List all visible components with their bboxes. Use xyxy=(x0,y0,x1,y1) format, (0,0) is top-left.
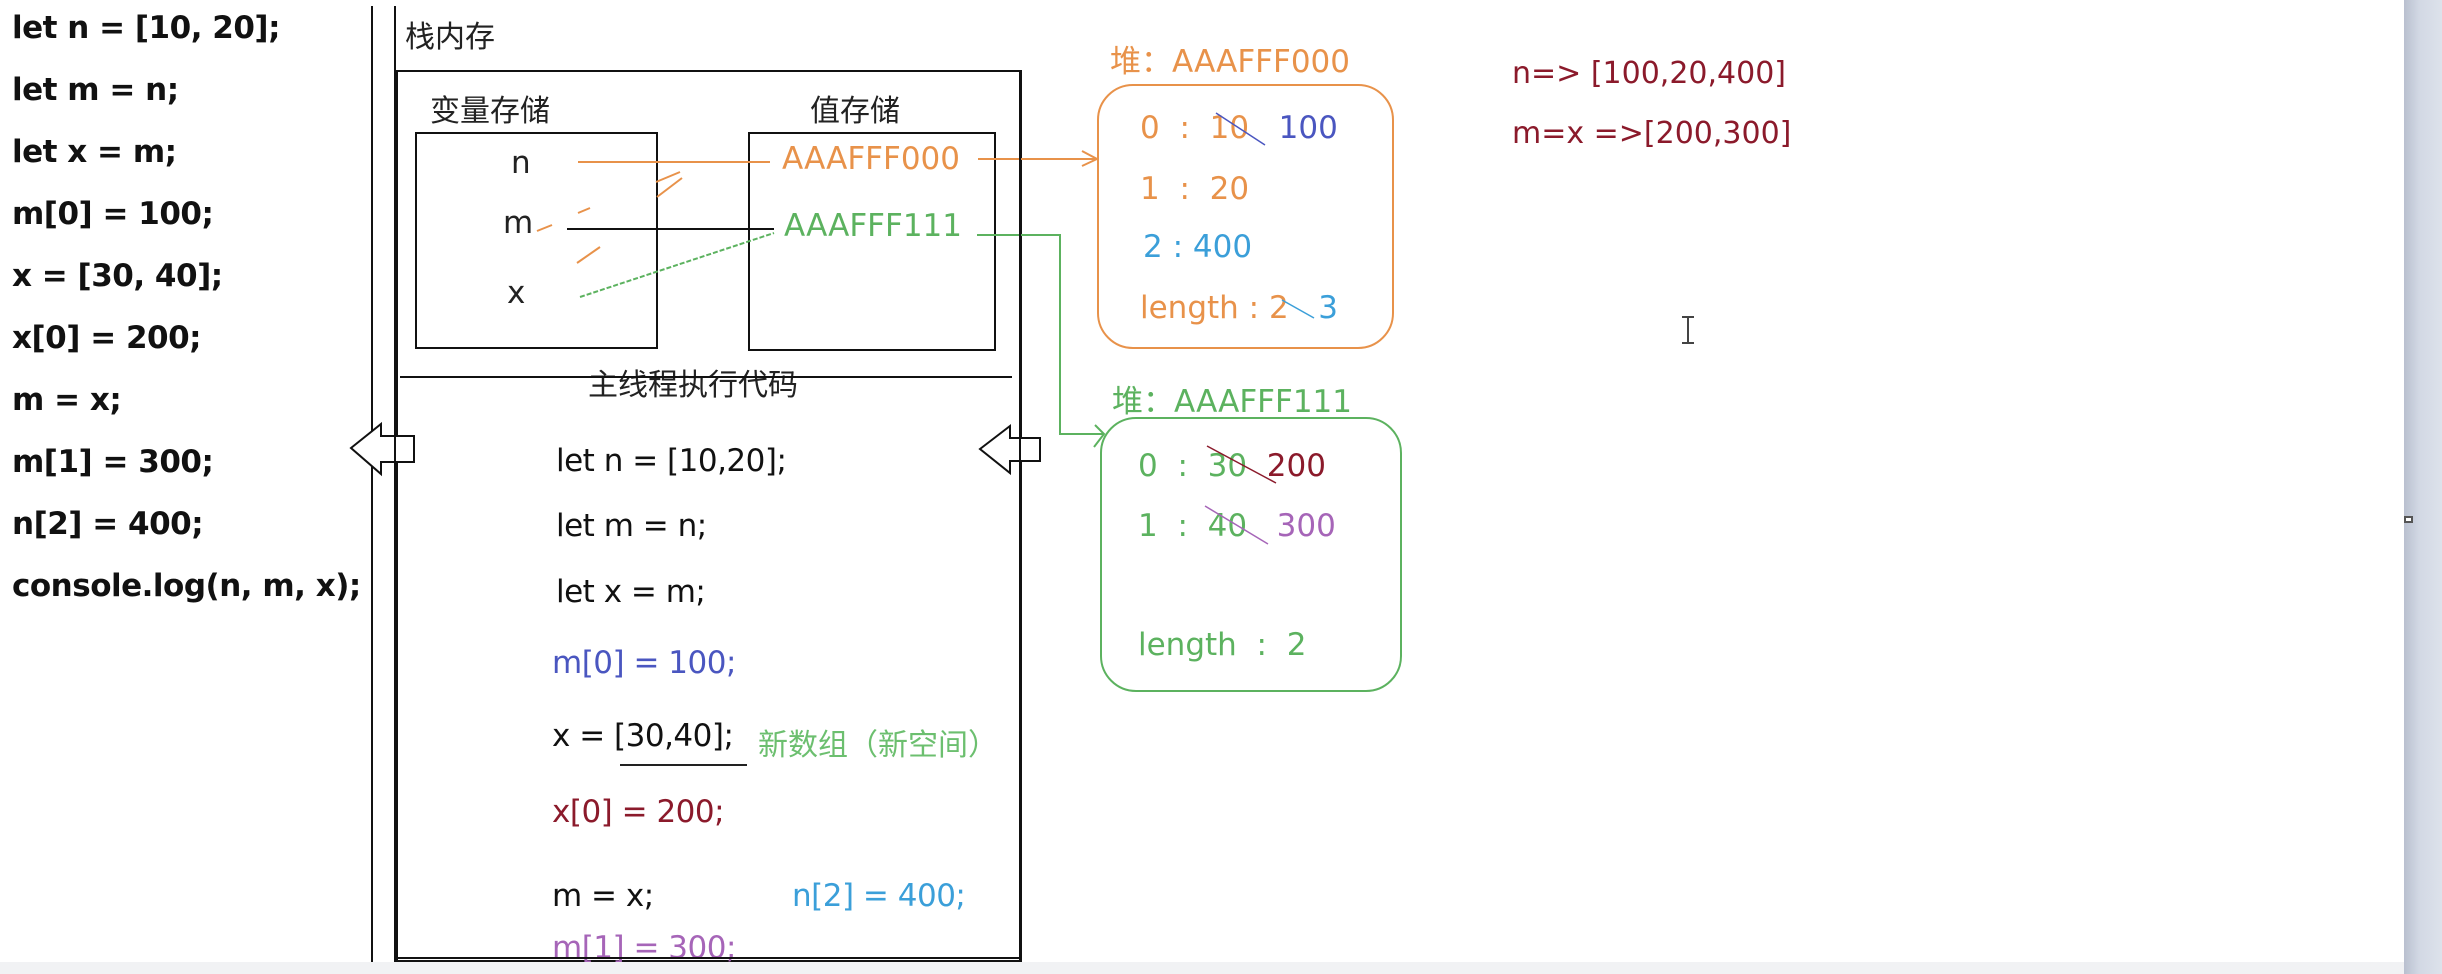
source-line: m[1] = 300; xyxy=(12,444,214,480)
heap-new-value: 200 xyxy=(1266,448,1326,484)
var-storage-label: 变量存储 xyxy=(430,94,550,129)
heap-box-aaafff111 xyxy=(1100,417,1402,692)
variable-x: x xyxy=(507,275,526,311)
side-code-n2: n[2] = 400; xyxy=(792,878,966,914)
source-line: m = x; xyxy=(12,382,122,418)
heap-entry: 1 : 20 xyxy=(1140,171,1249,207)
strike-30 xyxy=(1206,445,1277,484)
heap-title-aaafff000: 堆：AAAFFF000 xyxy=(1110,44,1351,80)
source-line: x = [30, 40]; xyxy=(12,258,223,294)
vertical-scrollbar[interactable] xyxy=(2404,0,2442,974)
heap-sep: : xyxy=(1179,110,1190,146)
heap-entry: 1 : 40 300 xyxy=(1138,508,1336,544)
heap-key: length xyxy=(1138,627,1237,663)
heap-title-aaafff111: 堆：AAAFFF111 xyxy=(1112,384,1353,420)
heap-sep: : xyxy=(1177,448,1188,484)
heap-key: 1 xyxy=(1138,508,1158,544)
pointer-x xyxy=(579,232,775,298)
heap-old-value: 30 xyxy=(1207,448,1248,484)
source-line: let m = n; xyxy=(12,72,179,108)
heap-key: length xyxy=(1140,290,1239,326)
heap-value: 20 xyxy=(1209,171,1250,207)
heap-key: 0 xyxy=(1140,110,1160,146)
result-m-x: m=x =>[200,300] xyxy=(1512,116,1792,151)
heap-old-value: 40 xyxy=(1207,508,1248,544)
heap-sep: : xyxy=(1177,508,1188,544)
heap-entry: 0 : 10 100 xyxy=(1140,110,1338,146)
main-thread-line: let x = m; xyxy=(556,574,706,610)
main-thread-line: m = x; xyxy=(552,878,654,914)
value-storage-label: 值存储 xyxy=(810,94,900,129)
source-line: let x = m; xyxy=(12,134,177,170)
main-thread-line: x = [30,40]; xyxy=(552,718,734,754)
new-array-note: 新数组（新空间） xyxy=(758,728,998,763)
heap-pointer-aaafff111 xyxy=(977,234,1103,435)
heap-entry: 0 : 30 200 xyxy=(1138,448,1326,484)
stack-memory-title: 栈内存 xyxy=(405,20,495,55)
main-thread-line: let n = [10,20]; xyxy=(556,443,787,479)
heap-key: 0 xyxy=(1138,448,1158,484)
source-line: let n = [10, 20]; xyxy=(12,10,280,46)
source-line: x[0] = 200; xyxy=(12,320,202,356)
result-n: n=> [100,20,400] xyxy=(1512,56,1786,91)
heap-key: 1 xyxy=(1140,171,1160,207)
heap-sep: : xyxy=(1256,627,1267,663)
main-thread-line: let m = n; xyxy=(556,508,707,544)
address-aaafff000: AAAFFF000 xyxy=(782,141,961,177)
source-line: n[2] = 400; xyxy=(12,506,204,542)
variable-n: n xyxy=(511,145,531,181)
left-arrow-icon xyxy=(349,421,415,477)
text-cursor-icon xyxy=(1682,316,1694,344)
heap-sep: : xyxy=(1248,290,1260,326)
source-line: console.log(n, m, x); xyxy=(12,568,361,604)
heap-new-value: 3 xyxy=(1318,290,1339,326)
main-thread-line: x[0] = 200; xyxy=(552,794,725,830)
scrollbar-handle[interactable] xyxy=(2404,516,2413,523)
main-thread-label: 主线程执行代码 xyxy=(588,368,798,403)
strike-10 xyxy=(1215,112,1266,146)
strike-length-2 xyxy=(1281,299,1315,319)
main-thread-line: m[0] = 100; xyxy=(552,645,736,681)
arrowhead-icon xyxy=(1093,424,1106,448)
left-arrow-icon xyxy=(978,423,1041,476)
source-line: m[0] = 100; xyxy=(12,196,214,232)
heap-sep: : xyxy=(1172,229,1184,265)
bottom-edge xyxy=(0,962,2404,974)
heap-value: 2 xyxy=(1286,627,1307,663)
arrowhead-icon xyxy=(1081,150,1100,167)
heap-entry: 2 : 400 xyxy=(1143,229,1252,265)
heap-key: 2 xyxy=(1143,229,1163,265)
heap-new-value: 300 xyxy=(1276,508,1336,544)
variable-m: m xyxy=(503,205,534,241)
erased-pointer-marks xyxy=(536,171,683,264)
main-thread-line: m[1] = 300; xyxy=(552,930,736,966)
strike-40 xyxy=(1204,505,1269,545)
heap-sep: : xyxy=(1179,171,1190,207)
heap-entry: length : 2 3 xyxy=(1140,290,1338,326)
address-aaafff111: AAAFFF111 xyxy=(784,208,963,244)
heap-value: 400 xyxy=(1192,229,1253,265)
heap-old-value: 10 xyxy=(1209,110,1250,146)
heap-entry: length : 2 xyxy=(1138,627,1306,663)
heap-new-value: 100 xyxy=(1278,110,1338,146)
var-storage-box xyxy=(415,132,658,349)
heap-box-aaafff000 xyxy=(1097,84,1394,349)
heap-old-value: 2 xyxy=(1268,290,1289,326)
